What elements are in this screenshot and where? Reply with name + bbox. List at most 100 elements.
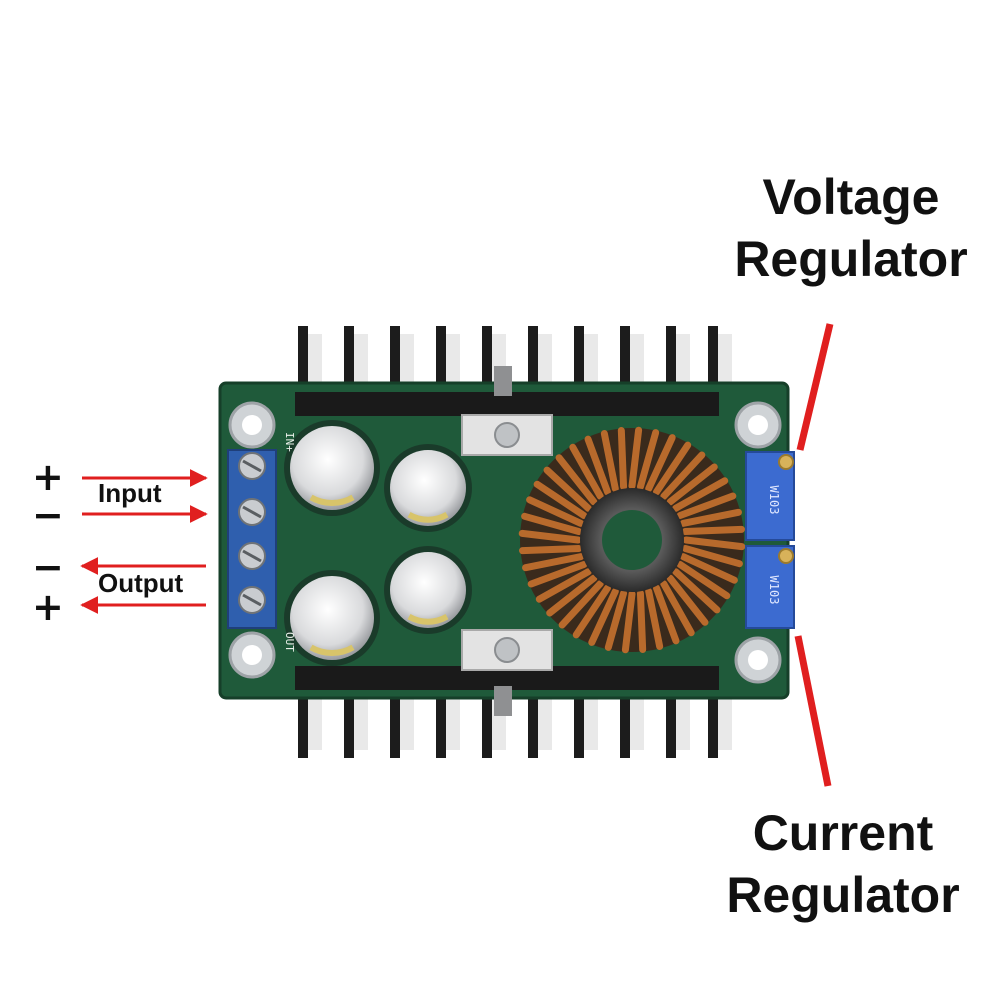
- coil-winding: [527, 561, 588, 588]
- fin-bottom: [666, 688, 676, 758]
- fin-bottom: [574, 688, 584, 758]
- output-plus-sign: +: [32, 585, 64, 629]
- mosfet-top: [461, 414, 553, 456]
- terminal-screw-slot: [242, 505, 262, 519]
- fin-top-highlight: [446, 334, 460, 396]
- fin-top-highlight: [718, 334, 732, 396]
- input-label: Input: [98, 478, 162, 508]
- fin-bottom-highlight: [630, 688, 644, 750]
- current-label-line1: Current: [752, 805, 934, 861]
- current-pointer-line: [794, 635, 832, 787]
- voltage-label-line2: Regulator: [734, 231, 968, 287]
- fin-top: [708, 326, 718, 396]
- coil-winding: [526, 496, 585, 527]
- coil-winding: [645, 434, 676, 493]
- coil-winding: [636, 589, 647, 653]
- coil-winding: [628, 426, 643, 490]
- fin-top: [344, 326, 354, 396]
- coil-winding: [588, 587, 619, 646]
- fin-top-highlight: [584, 334, 598, 396]
- coil-winding: [681, 525, 745, 536]
- capacitor-stripe: [407, 613, 449, 625]
- coil-winding: [584, 435, 611, 496]
- capacitor-top: [390, 552, 466, 628]
- coil-winding: [604, 589, 628, 651]
- coil-winding: [535, 568, 592, 603]
- coil-winding: [600, 430, 619, 493]
- coil-winding: [543, 466, 592, 512]
- terminal-screw-slot: [242, 593, 262, 607]
- coil-winding: [672, 477, 729, 512]
- fin-bottom: [482, 688, 492, 758]
- current-potentiometer: W103: [745, 545, 795, 629]
- fin-top: [482, 326, 492, 396]
- input-silkscreen: IN+: [283, 432, 296, 452]
- fin-bottom: [708, 688, 718, 758]
- fin-bottom-highlight: [446, 688, 460, 750]
- coil-winding: [519, 544, 583, 555]
- fin-bottom: [390, 688, 400, 758]
- coil-winding: [676, 492, 737, 519]
- heatsink-top: [298, 326, 732, 396]
- fin-bottom-highlight: [308, 688, 322, 750]
- coil-winding: [555, 454, 598, 506]
- capacitor-top: [290, 426, 374, 510]
- fin-top: [298, 326, 308, 396]
- mounting-holes: [228, 401, 782, 684]
- coil-winding: [621, 590, 636, 654]
- fin-top: [528, 326, 538, 396]
- fin-top: [666, 326, 676, 396]
- terminal-block: [227, 449, 277, 629]
- fin-top-highlight: [308, 334, 322, 396]
- coil-winding: [533, 480, 588, 519]
- capacitors: [284, 420, 472, 666]
- fin-top-highlight: [354, 334, 368, 396]
- fin-top-highlight: [630, 334, 644, 396]
- fin-bottom-highlight: [400, 688, 414, 750]
- coil-winding: [660, 451, 706, 500]
- fin-bottom: [436, 688, 446, 758]
- fin-top-highlight: [400, 334, 414, 396]
- fin-top: [436, 326, 446, 396]
- coil-winding: [558, 580, 604, 629]
- coil-winding: [518, 529, 582, 544]
- current-pot-code: W103: [767, 576, 781, 605]
- voltage-pointer-line: [796, 323, 834, 451]
- voltage-pot-code: W103: [767, 486, 781, 515]
- terminal-screw-slot: [242, 549, 262, 563]
- voltage-regulator-label: Voltage Regulator: [706, 166, 996, 290]
- coil-winding: [682, 536, 746, 551]
- heatsink-screw-top: [494, 366, 512, 396]
- terminal-screw-slot: [242, 459, 262, 473]
- output-silkscreen: OUT: [283, 632, 296, 652]
- fin-bottom-highlight: [538, 688, 552, 750]
- capacitor-top: [390, 450, 466, 526]
- current-regulator-label: Current Regulator: [698, 802, 988, 926]
- heatsink-screw-bottom: [494, 686, 512, 716]
- voltage-potentiometer: W103: [745, 451, 795, 541]
- fin-bottom-highlight: [718, 688, 732, 750]
- terminal-arrows: [80, 469, 208, 614]
- mosfet-bottom: [461, 629, 553, 671]
- coil-winding: [572, 584, 611, 639]
- input-plus-sign: +: [32, 455, 64, 499]
- coil-winding: [617, 427, 628, 491]
- coil-winding: [666, 463, 718, 506]
- coil-winding: [636, 429, 660, 491]
- coil-winding: [681, 544, 743, 568]
- output-label: Output: [98, 568, 184, 598]
- toroid-inductor: [518, 426, 746, 654]
- input-minus-sign: −: [32, 493, 64, 537]
- coil-winding: [569, 443, 604, 500]
- coil-winding: [666, 574, 709, 626]
- coil-winding: [660, 580, 695, 637]
- fin-top: [574, 326, 584, 396]
- capacitor-stripe: [407, 511, 449, 523]
- fin-bottom-highlight: [676, 688, 690, 750]
- fin-top-highlight: [676, 334, 690, 396]
- voltage-label-line1: Voltage: [762, 169, 940, 225]
- coil-winding: [546, 574, 598, 617]
- fin-bottom: [298, 688, 308, 758]
